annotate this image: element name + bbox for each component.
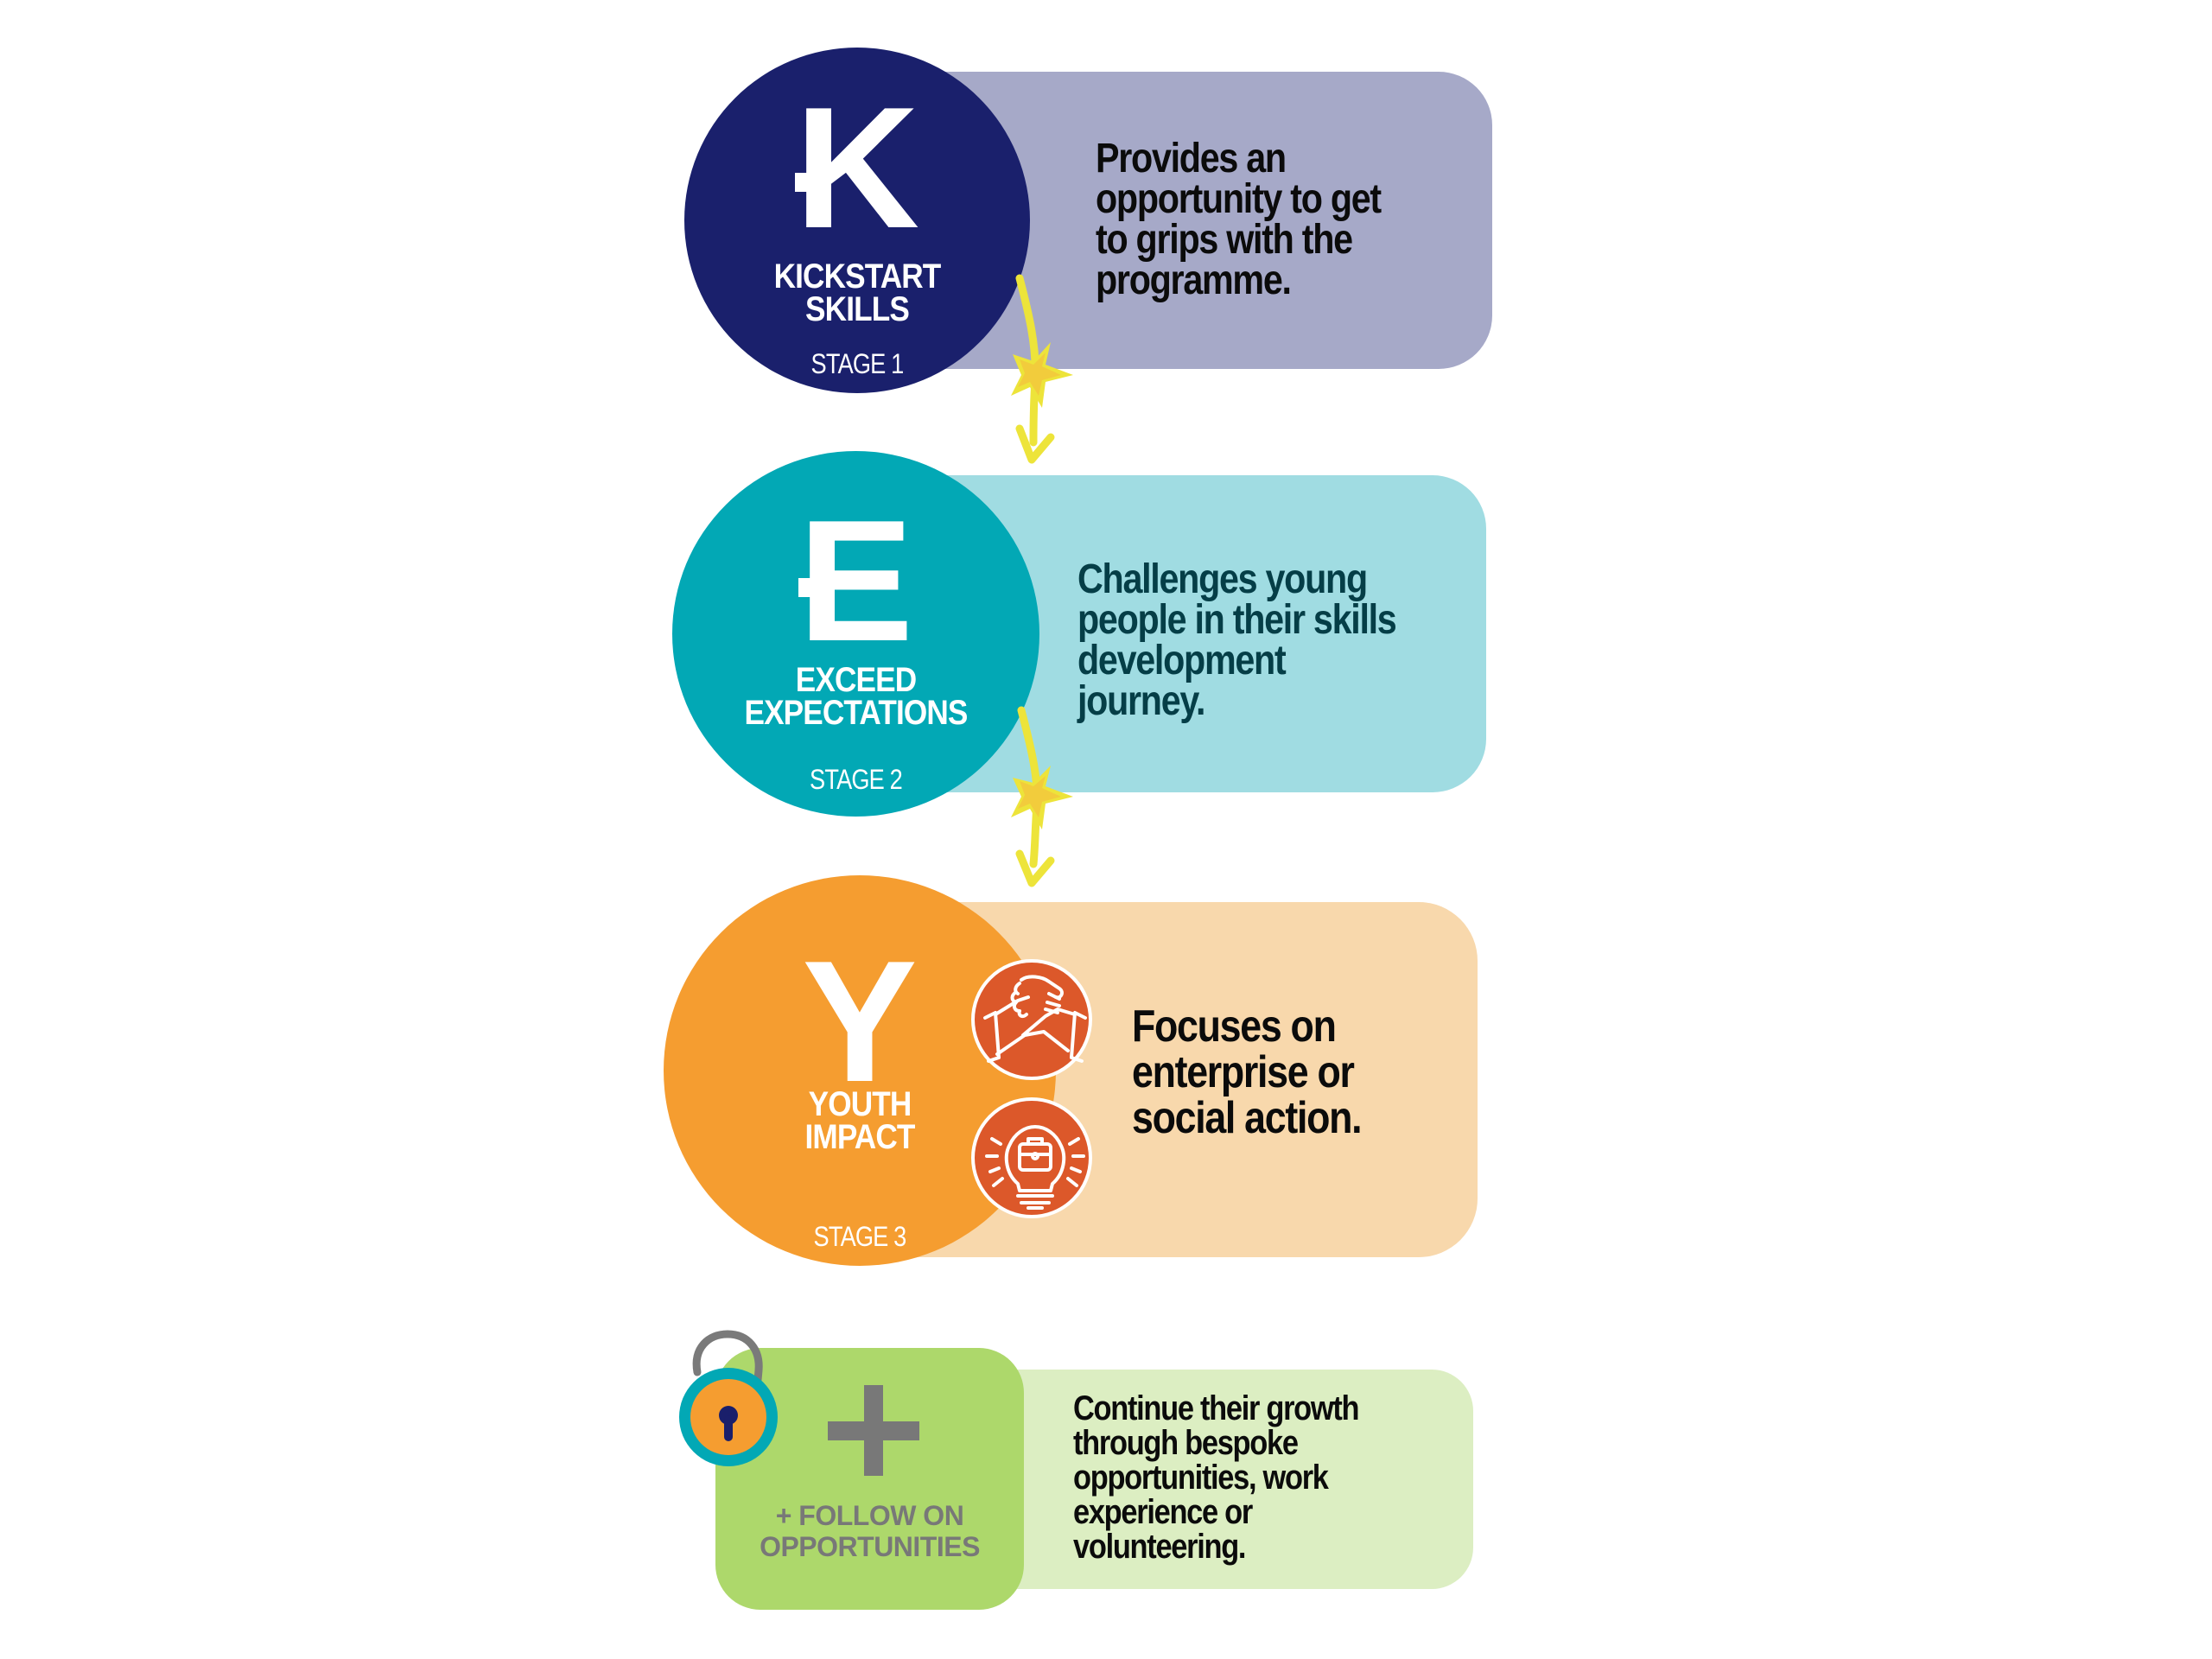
lightbulb-briefcase-icon — [971, 1097, 1092, 1218]
stage-1-label: STAGE 1 — [810, 348, 905, 379]
stage-3-description: Focuses on enterprise or social action. — [1132, 1001, 1363, 1143]
stage-3-letter: Y — [802, 925, 918, 1118]
stage-2-letter: E — [798, 485, 914, 677]
stage-2-letter-crossbar — [798, 578, 833, 597]
follow-on-title: + FOLLOW ON OPPORTUNITIES — [760, 1500, 980, 1562]
stage-1-title-line2: SKILLS — [805, 290, 910, 328]
stage-2-description: Challenges young people in their skills … — [1077, 556, 1397, 724]
follow-on-description-panel — [985, 1370, 1473, 1589]
stage-2-label: STAGE 2 — [810, 764, 903, 795]
connector-arrow-2-3 — [1011, 706, 1073, 887]
handshake-icon — [971, 959, 1092, 1080]
stage-1-letter-crossbar — [795, 173, 830, 192]
stage-1-title-line1: KICKSTART — [773, 257, 942, 296]
stage-2-badge: E EXCEED EXPECTATIONS STAGE 2 — [672, 451, 1039, 817]
star-icon — [1011, 766, 1073, 830]
stage-3-title-line1: YOUTH — [808, 1085, 912, 1123]
stage-3-label: STAGE 3 — [813, 1221, 907, 1252]
connector-arrow-1-2 — [1011, 274, 1073, 464]
plus-icon — [828, 1421, 919, 1440]
stage-3-title-line2: IMPACT — [804, 1118, 915, 1156]
stage-2-title-line2: EXPECTATIONS — [744, 694, 968, 732]
unlocked-padlock-icon — [679, 1330, 778, 1466]
star-icon — [1011, 342, 1073, 408]
follow-on-description: Continue their growth through bespoke op… — [1073, 1389, 1360, 1566]
stage-1-badge: K KICKSTART SKILLS STAGE 1 — [684, 48, 1030, 393]
stage-1-description: Provides an opportunity to get to grips … — [1096, 136, 1382, 303]
stage-2-title-line1: EXCEED — [795, 661, 917, 699]
stage-1-letter: K — [794, 72, 920, 264]
